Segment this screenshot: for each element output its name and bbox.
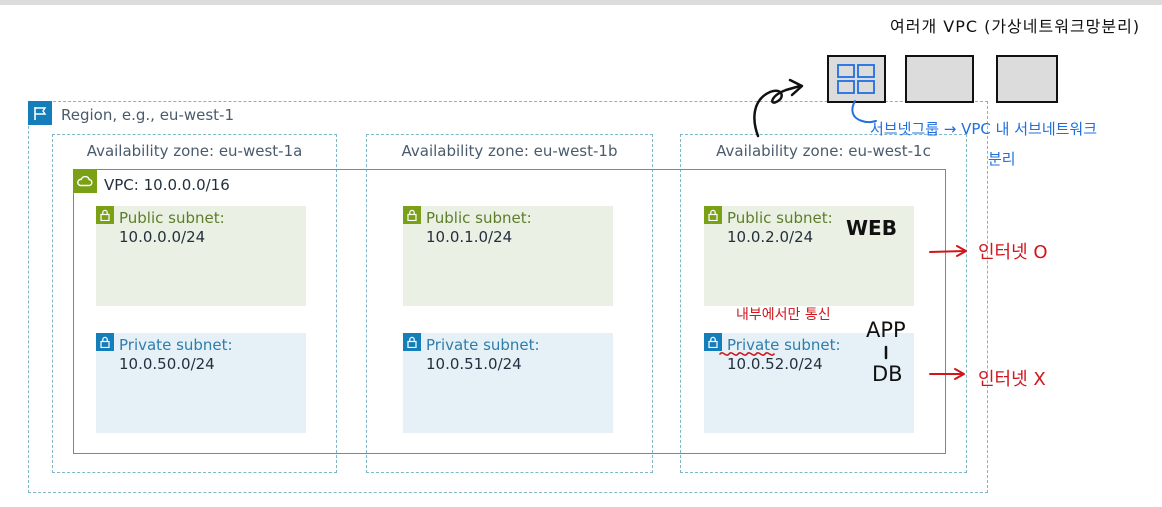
subnet-cidr: 10.0.50.0/24: [119, 355, 215, 373]
subnet-group-note: 서브넷그룹 → VPC 내 서브네트워크: [870, 120, 1098, 138]
app-tier-label: APP: [866, 318, 906, 342]
availability-zone-1a: [52, 134, 337, 473]
db-tier-label: DB: [872, 362, 903, 386]
availability-zone-label: Availability zone: eu-west-1c: [716, 142, 931, 160]
lock-icon: [704, 333, 722, 351]
subnet-name: Public subnet:: [119, 209, 225, 227]
subnet-name: Private subnet:: [727, 336, 841, 354]
lock-icon: [96, 206, 114, 224]
availability-zone-label: Availability zone: eu-west-1b: [401, 142, 618, 160]
subnet-name: Private subnet:: [119, 336, 233, 354]
subnet-cidr: 10.0.51.0/24: [426, 355, 522, 373]
vpc-box-with-subnets: [827, 55, 886, 103]
availability-zone-1b: [366, 134, 653, 473]
internet-yes-note: 인터넷 O: [978, 242, 1048, 263]
subnet-cidr: 10.0.1.0/24: [426, 228, 513, 246]
web-tier-label: WEB: [846, 216, 897, 240]
internal-only-note: 내부에서만 통신: [736, 307, 831, 323]
private-subnet-1c: Private subnet: 10.0.52.0/24: [704, 333, 914, 433]
subnet-name: Public subnet:: [426, 209, 532, 227]
lock-icon: [704, 206, 722, 224]
cloud-icon: [73, 169, 97, 193]
private-subnet-1a: Private subnet: 10.0.50.0/24: [96, 333, 306, 433]
region-label: Region, e.g., eu-west-1: [61, 106, 235, 124]
vpc-boundary: [73, 169, 946, 454]
subnet-group-note-continued: 분리: [988, 150, 1016, 168]
region-boundary: [28, 101, 988, 493]
lock-icon: [403, 333, 421, 351]
availability-zone-label: Availability zone: eu-west-1a: [86, 142, 303, 160]
lock-icon: [96, 333, 114, 351]
subnet-name: Public subnet:: [727, 209, 833, 227]
vpc-box: [996, 55, 1058, 103]
internet-no-note: 인터넷 X: [978, 369, 1046, 390]
vpc-box: [905, 55, 974, 103]
top-strip: [0, 0, 1162, 5]
arrow-head: [788, 78, 804, 97]
vpc-label: VPC: 10.0.0.0/16: [104, 176, 230, 194]
flag-icon: [28, 101, 52, 125]
public-subnet-1b: Public subnet: 10.0.1.0/24: [403, 206, 613, 306]
subnet-cidr: 10.0.52.0/24: [727, 355, 823, 373]
availability-zone-1c: [680, 134, 967, 473]
subnet-name: Private subnet:: [426, 336, 540, 354]
public-subnet-1a: Public subnet: 10.0.0.0/24: [96, 206, 306, 306]
private-subnet-1b: Private subnet: 10.0.51.0/24: [403, 333, 613, 433]
multi-vpc-note: 여러개 VPC (가상네트워크망분리): [890, 17, 1141, 36]
subnet-cidr: 10.0.2.0/24: [727, 228, 814, 246]
subnet-cidr: 10.0.0.0/24: [119, 228, 206, 246]
lock-icon: [403, 206, 421, 224]
public-subnet-1c: Public subnet: 10.0.2.0/24: [704, 206, 914, 306]
